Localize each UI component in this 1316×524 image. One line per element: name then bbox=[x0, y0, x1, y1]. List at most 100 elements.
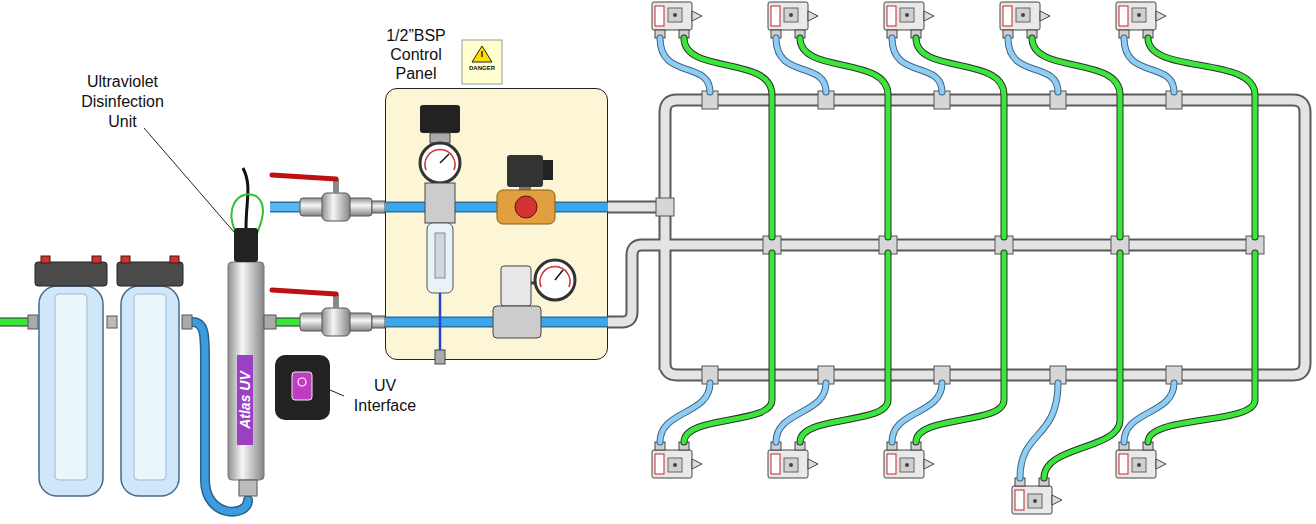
cartridge-filter bbox=[28, 256, 192, 496]
uv-unit bbox=[228, 168, 276, 496]
inlet-hose bbox=[0, 319, 30, 326]
air-hose bbox=[1148, 38, 1255, 237]
label-anchor: Atlas UV bbox=[237, 355, 253, 445]
solenoid-valve bbox=[507, 155, 543, 187]
air-hose bbox=[684, 38, 1255, 478]
pressure-reducer bbox=[493, 306, 541, 338]
label-anchor: UV Interface bbox=[345, 376, 425, 416]
cartridge-filter bbox=[28, 315, 38, 329]
label-anchor: Ultraviolet Disinfection Unit bbox=[70, 72, 175, 132]
panel-heading: 1/2”BSP Control Panel bbox=[374, 26, 458, 83]
nozzle-unit bbox=[1012, 478, 1062, 514]
uv-unit bbox=[264, 315, 276, 329]
nozzle-unit bbox=[884, 2, 934, 38]
nozzle-unit bbox=[1116, 442, 1166, 478]
uv-unit bbox=[234, 228, 258, 262]
pressure-reducer bbox=[555, 270, 563, 280]
air-hose bbox=[1148, 38, 1255, 237]
pressure-reducer bbox=[540, 266, 570, 286]
inlet-hose bbox=[276, 318, 302, 327]
air-hose bbox=[800, 38, 888, 237]
warning-sign bbox=[462, 40, 502, 84]
pipe-fittings bbox=[656, 198, 674, 216]
filter-regulator bbox=[420, 105, 460, 133]
nozzle-unit bbox=[768, 2, 818, 38]
air-hose bbox=[684, 38, 772, 237]
ball-valve bbox=[322, 308, 350, 336]
ball-valve bbox=[322, 193, 350, 221]
cartridge-filter bbox=[121, 286, 179, 496]
nozzle-unit bbox=[884, 442, 934, 478]
manifold-pipes bbox=[665, 100, 1305, 375]
air-hose bbox=[684, 253, 772, 442]
ball-valve bbox=[272, 175, 385, 336]
cartridge-filter bbox=[92, 256, 101, 263]
inlet-hose bbox=[270, 203, 302, 211]
filter-regulator bbox=[435, 350, 445, 364]
air-hose bbox=[916, 38, 1004, 237]
filter-regulator bbox=[425, 183, 455, 223]
pressure-reducer bbox=[535, 260, 575, 300]
brand-label: Atlas UV bbox=[237, 355, 253, 445]
uv-interface-box bbox=[275, 355, 330, 420]
filter-regulator bbox=[435, 233, 445, 278]
leader-line bbox=[144, 128, 234, 232]
leader-line bbox=[330, 390, 344, 396]
uv-interface-box bbox=[275, 355, 330, 420]
warning-text: DANGER bbox=[463, 64, 501, 72]
air-hose bbox=[1032, 38, 1120, 237]
filter-regulator bbox=[440, 154, 449, 163]
pipe-fittings bbox=[656, 91, 1264, 384]
air-hose bbox=[916, 253, 1004, 442]
control-panel: 1/2”BSP Control Panel bbox=[385, 88, 608, 360]
pressure-reducer bbox=[501, 266, 531, 306]
air-hose bbox=[1032, 38, 1120, 237]
air-hose bbox=[1044, 253, 1120, 478]
uv-unit bbox=[239, 480, 257, 496]
air-hose bbox=[800, 38, 888, 237]
cartridge-filter bbox=[117, 262, 183, 286]
cartridge-filter bbox=[121, 256, 130, 263]
cartridge-filter bbox=[35, 262, 107, 286]
air-hose bbox=[684, 253, 772, 442]
manifold-pipes bbox=[665, 100, 1305, 375]
manifold-pipes bbox=[606, 245, 1255, 322]
heading-anchor: 1/2”BSP Control Panel bbox=[374, 26, 458, 83]
solenoid-valve bbox=[497, 190, 555, 224]
warning-sign bbox=[472, 46, 492, 62]
solenoid-valve bbox=[543, 160, 553, 180]
air-hose bbox=[684, 38, 772, 237]
cartridge-filter bbox=[39, 286, 103, 496]
ball-valve bbox=[272, 175, 336, 179]
inlet-hose bbox=[270, 202, 302, 213]
air-hose bbox=[1148, 253, 1255, 442]
air-hose bbox=[1148, 253, 1255, 442]
water-hose bbox=[660, 38, 1174, 478]
cartridge-filter bbox=[170, 256, 179, 263]
callout-label: Ultraviolet Disinfection Unit bbox=[70, 72, 175, 132]
nozzle-unit bbox=[1000, 2, 1050, 38]
ball-valve bbox=[372, 201, 385, 213]
ball-valve bbox=[372, 316, 385, 328]
inlet-hose bbox=[0, 207, 302, 512]
filter-regulator bbox=[420, 105, 460, 364]
nozzle-unit bbox=[768, 442, 818, 478]
nozzle-unit bbox=[652, 2, 1166, 514]
callout-label: UV Interface bbox=[345, 376, 425, 416]
nozzle-unit bbox=[652, 2, 702, 38]
filter-regulator bbox=[425, 149, 455, 169]
warning-sign bbox=[481, 51, 482, 57]
inlet-hose bbox=[0, 318, 30, 327]
uv-interface-box bbox=[292, 372, 312, 400]
uv-unit bbox=[228, 262, 264, 480]
manifold-pipes bbox=[606, 245, 1255, 322]
air-hose bbox=[916, 253, 1004, 442]
uv-interface-box bbox=[298, 378, 306, 386]
label-anchor: DANGER bbox=[463, 64, 501, 72]
inlet-hose bbox=[276, 319, 302, 326]
warning-sign bbox=[462, 40, 502, 84]
manifold-pipes bbox=[606, 100, 1305, 375]
